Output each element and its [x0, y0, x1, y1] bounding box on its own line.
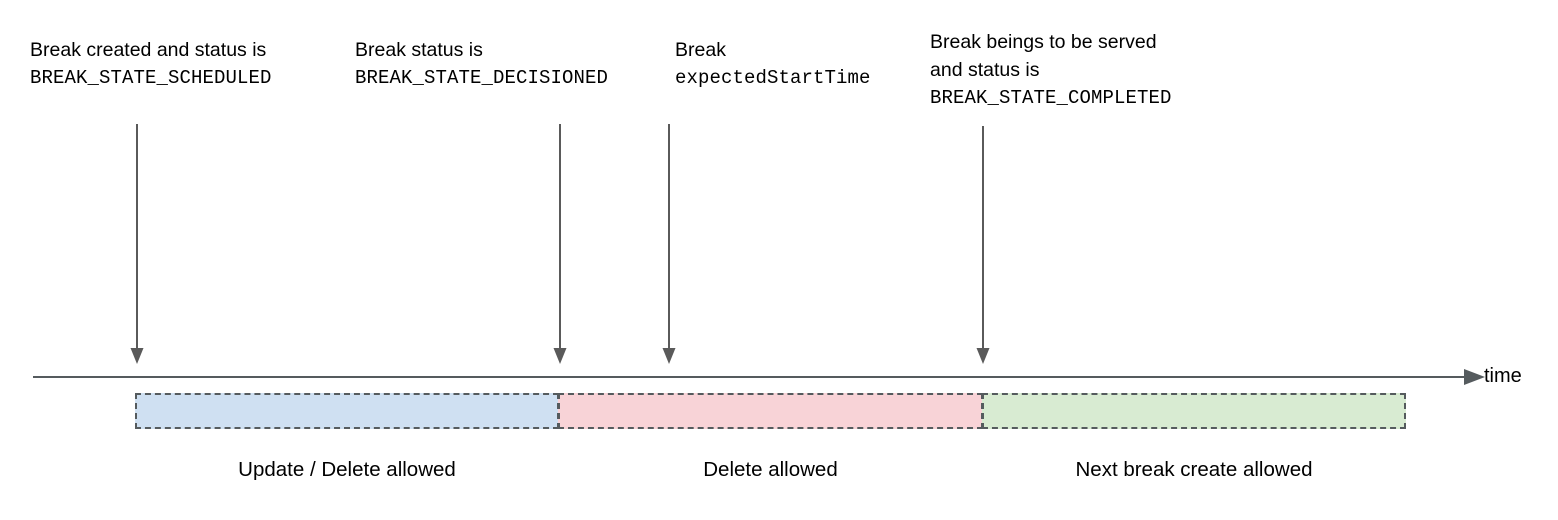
pointer-arrow-expected-start-time: [661, 124, 677, 366]
annotation-expected-start-time-line-1: Break: [675, 39, 726, 61]
annotation-expected-start-time-line-2: expectedStartTime: [675, 67, 871, 89]
timeline-axis-label: time: [1484, 365, 1522, 387]
annotation-scheduled-line-2: BREAK_STATE_SCHEDULED: [30, 67, 272, 89]
annotation-decisioned-line-2: BREAK_STATE_DECISIONED: [355, 67, 609, 89]
caption-next-break-create-allowed: Next break create allowed: [1075, 458, 1313, 481]
caption-delete-allowed: Delete allowed: [703, 458, 838, 481]
pointer-arrow-completed: [975, 126, 991, 366]
annotation-completed: Break beings to be served and status is …: [930, 28, 1172, 112]
annotation-decisioned: Break status is BREAK_STATE_DECISIONED: [355, 36, 608, 92]
pointer-arrow-scheduled: [129, 124, 145, 366]
phase-bar-decisioned: [558, 393, 983, 429]
annotation-decisioned-line-1: Break status is: [355, 39, 483, 61]
phase-bar-scheduled: [135, 393, 559, 429]
annotation-scheduled: Break created and status is BREAK_STATE_…: [30, 36, 272, 92]
annotation-completed-line-1: Break beings to be served: [930, 31, 1157, 53]
annotation-completed-line-2: and status is: [930, 59, 1040, 81]
pointer-arrow-decisioned: [552, 124, 568, 366]
annotation-expected-start-time: Break expectedStartTime: [675, 36, 871, 92]
caption-update-delete-allowed: Update / Delete allowed: [238, 458, 456, 481]
annotation-completed-line-3: BREAK_STATE_COMPLETED: [930, 87, 1172, 109]
annotation-scheduled-line-1: Break created and status is: [30, 39, 267, 61]
phase-bar-completed: [982, 393, 1406, 429]
timeline-axis: [30, 360, 1490, 394]
